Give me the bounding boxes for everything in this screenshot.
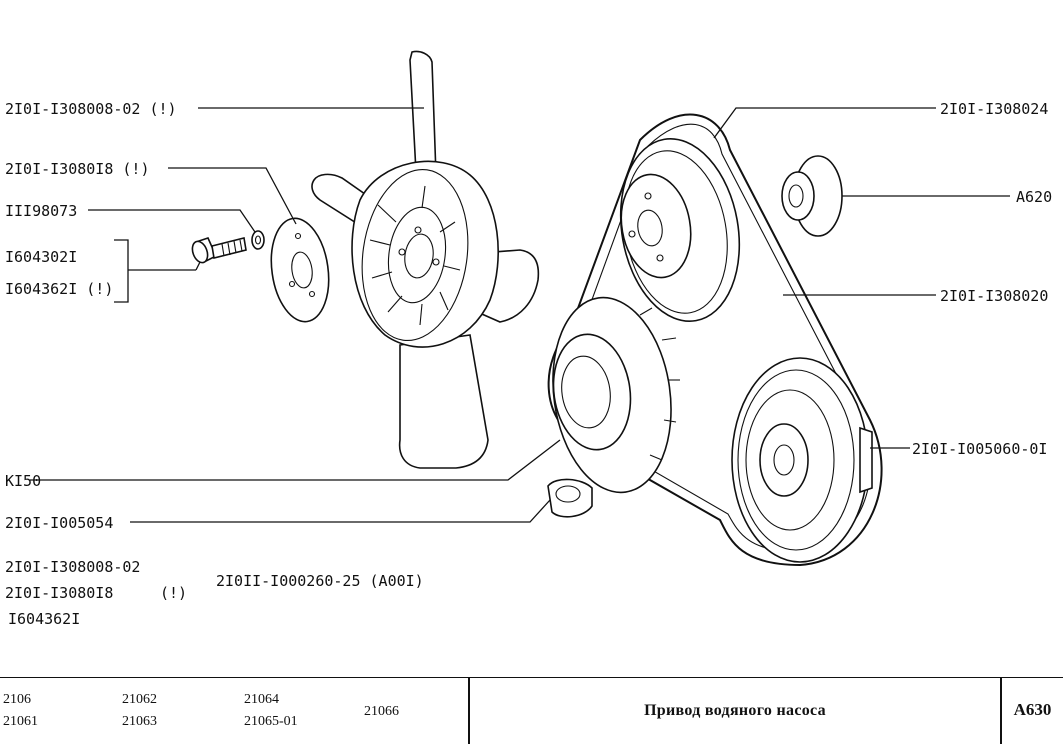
- assembly-note: 2I0II-I000260-25 (A00I): [216, 572, 424, 590]
- title-block: 2106 21061 21062 21063 21064 21065-01 21…: [0, 677, 1063, 744]
- page-title: Привод водяного насоса: [644, 702, 826, 719]
- label-crank-pulley: 2I0I-I005060-0I: [912, 440, 1047, 458]
- bolt: [191, 237, 247, 264]
- bushing: [781, 155, 843, 237]
- label-clip: 2I0I-I005054: [5, 514, 113, 532]
- label-belt-side: 2I0I-I308020: [940, 287, 1048, 305]
- washer: [251, 230, 265, 250]
- note-line-1: 2I0I-I308008-02: [5, 558, 140, 576]
- note-line-2b: (!): [160, 584, 187, 602]
- page-code: A630: [1013, 700, 1052, 719]
- model-2106: 2106: [3, 692, 31, 707]
- divider-right: [1000, 678, 1002, 744]
- note-line-3: I604362I: [8, 610, 80, 628]
- label-belt-upper: 2I0I-I308024: [940, 100, 1048, 118]
- divider-left: [468, 678, 470, 744]
- model-21062: 21062: [122, 692, 157, 707]
- label-ki50: KI50: [5, 472, 41, 490]
- pump-pulley: [619, 138, 741, 322]
- label-fan-blade: 2I0I-I308008-02 (!): [5, 100, 177, 118]
- model-21063: 21063: [122, 714, 157, 729]
- crankshaft-pulley: [731, 357, 873, 563]
- clip: [547, 478, 593, 518]
- model-21064: 21064: [244, 692, 279, 707]
- label-bolt-b: I604362I (!): [5, 280, 113, 298]
- fan-spacer-disc: [270, 217, 330, 323]
- model-21061: 21061: [3, 714, 38, 729]
- generator-pulley: [552, 296, 680, 494]
- leader-lines: [30, 107, 1010, 523]
- note-line-2a: 2I0I-I3080I8: [5, 584, 113, 602]
- label-bolt-a: I604302I: [5, 248, 77, 266]
- model-21066: 21066: [364, 704, 399, 719]
- model-21065-01: 21065-01: [244, 714, 298, 729]
- label-washer: III98073: [5, 202, 77, 220]
- label-bushing: A620: [1016, 188, 1052, 206]
- label-fan-hub: 2I0I-I3080I8 (!): [5, 160, 150, 178]
- fan-assembly: [311, 50, 540, 469]
